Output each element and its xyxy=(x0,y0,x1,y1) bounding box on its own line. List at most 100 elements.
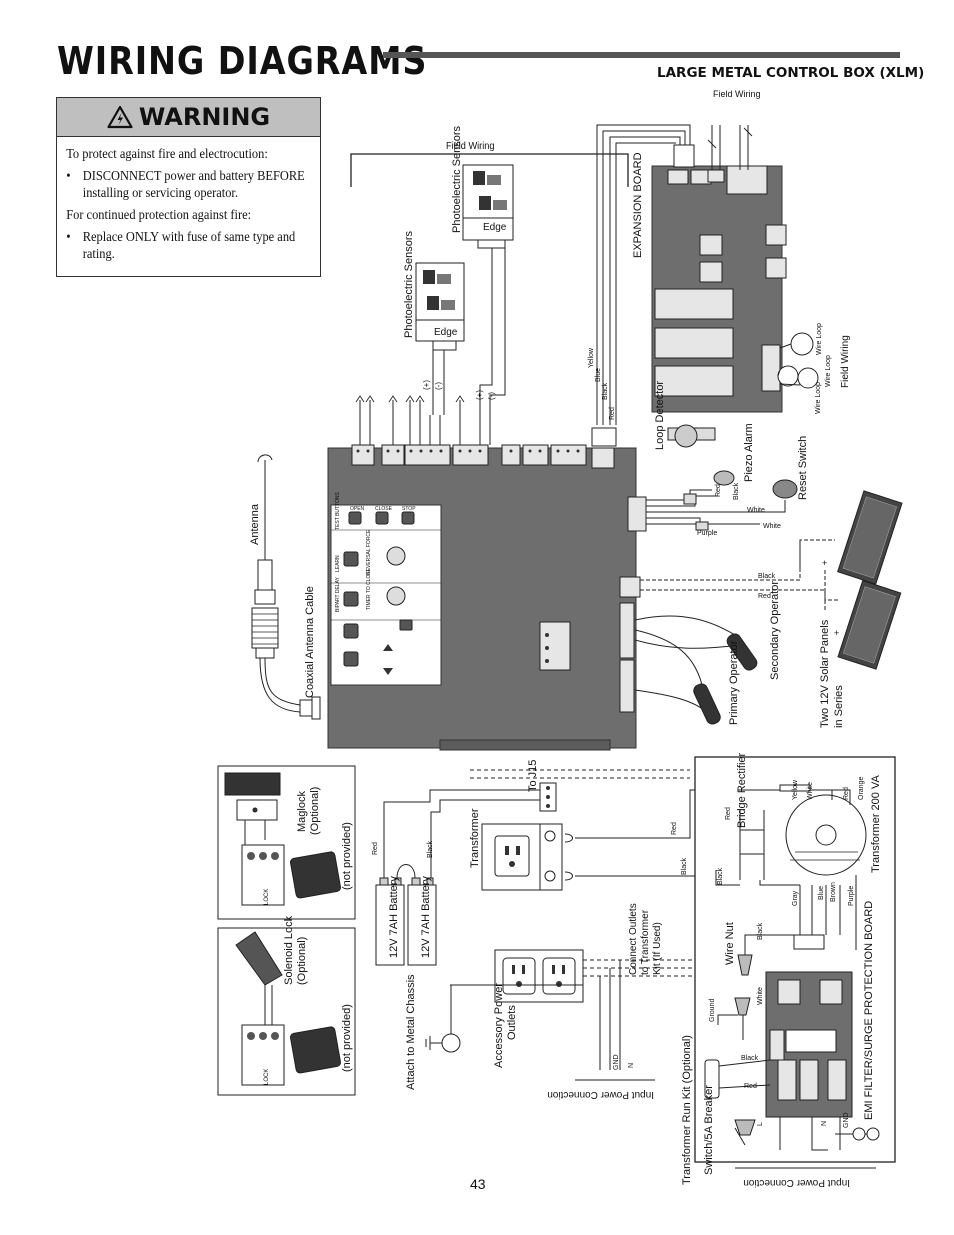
maglock-box xyxy=(217,765,356,920)
transformer-200va-label: Transformer 200 VA xyxy=(870,775,882,873)
l-label: L xyxy=(757,1122,764,1126)
connect-outlets-label-3: Kit (If Used) xyxy=(652,922,663,975)
wire-color-black-1: Black xyxy=(602,382,609,400)
wire-color-white-tk2: White xyxy=(757,987,764,1005)
accessory-outlets-label-1: Accessory Power xyxy=(493,983,505,1068)
edge-label-lower: Edge xyxy=(434,327,458,338)
reset-switch-label: Reset Switch xyxy=(797,436,809,500)
board-reversal-force-label: REVERSAL FORCE xyxy=(366,529,372,575)
board-learn-label: LEARN xyxy=(335,555,341,572)
wire-color-black-tk3: Black xyxy=(741,1055,759,1062)
electric-hazard-triangle-icon xyxy=(107,105,133,129)
maglock-label-1: Maglock xyxy=(296,791,308,832)
input-power-label-2: Input Power Connection xyxy=(743,1177,850,1188)
solar-panels-label-1: Two 12V Solar Panels xyxy=(819,619,831,728)
solenoid-battery-icon xyxy=(289,1026,341,1074)
input-power-label-1: Input Power Connection xyxy=(547,1089,654,1100)
accessory-outlets-label-2: Outlets xyxy=(506,1005,518,1040)
gnd-label-tk: GND xyxy=(843,1112,850,1128)
wire-nut-label: Wire Nut xyxy=(724,922,736,965)
wire-color-red-1: Red xyxy=(609,407,616,420)
minus-label-1: (-) xyxy=(434,382,443,390)
piezo-alarm-label: Piezo Alarm xyxy=(743,423,755,482)
wire-loop-label-3: Wire Loop xyxy=(815,382,822,414)
transformer-label: Transformer xyxy=(469,808,481,868)
board-open-label: OPEN xyxy=(350,506,365,512)
fuse xyxy=(779,784,811,792)
wire-color-red-tk3: Red xyxy=(744,1083,757,1090)
wire-color-blue-tk: Blue xyxy=(818,886,825,900)
n-label-outlets: N xyxy=(628,1063,635,1068)
switch-breaker-label: Switch/5A Breaker xyxy=(703,1085,715,1175)
wire-color-black-piezo: Black xyxy=(733,482,740,500)
wire-color-orange-tk: Orange xyxy=(858,777,865,800)
wire-color-brown-tk: Brown xyxy=(830,882,837,902)
expansion-board-label: EXPANSION BOARD xyxy=(632,152,644,258)
bridge-rectifier-label: Bridge Rectifier xyxy=(736,752,748,828)
primary-operator-plug xyxy=(693,683,721,725)
wire-color-black-tk2: Black xyxy=(757,922,764,940)
switch-breaker xyxy=(704,1059,720,1099)
wire-nut-block xyxy=(793,934,825,950)
ground-ring-2 xyxy=(866,1127,880,1141)
wire-nut-2 xyxy=(734,997,751,1016)
secondary-operator-label: Secondary Operator xyxy=(769,581,781,680)
board-test-buttons-label: TEST BUTTONS xyxy=(335,491,341,530)
coaxial-cable-label: Coaxial Antenna Cable xyxy=(304,586,316,698)
wire-color-white-tk: White xyxy=(807,782,814,800)
loop-detector-label: Loop Detector xyxy=(654,381,666,450)
wire-color-red-solar: Red xyxy=(758,593,771,600)
wire-color-blue-1: Blue xyxy=(595,368,602,382)
coaxial-antenna-cable xyxy=(264,657,301,706)
wire-color-black-battery: Black xyxy=(427,840,434,858)
warning-line-2: For continued protection against fire: xyxy=(66,207,252,222)
wire-loop-1 xyxy=(790,332,814,356)
warning-heading: WARNING xyxy=(138,103,271,131)
loop-detector-connector xyxy=(591,427,617,447)
gnd-label-outlets: GND xyxy=(613,1054,620,1070)
wire-color-red-battery: Red xyxy=(372,842,379,855)
wire-loop-3 xyxy=(797,367,819,389)
maglock-label-2: (Optional) xyxy=(309,787,321,835)
photoelectric-sensors-label-lower: Photoelectric Sensors xyxy=(403,231,415,338)
solar-panel-1 xyxy=(837,490,903,585)
wire-color-red-tk1: Red xyxy=(725,807,732,820)
maglock-battery-icon xyxy=(289,851,341,899)
wire-color-red-transformer: Red xyxy=(671,822,678,835)
solar-panel-2 xyxy=(837,580,902,670)
field-wiring-label-right: Field Wiring xyxy=(713,89,761,99)
wire-color-yellow-tk: Yellow xyxy=(792,779,799,800)
wire-color-black-transformer: Black xyxy=(681,857,688,875)
solenoid-lock-device xyxy=(235,931,283,986)
field-wiring-label-loops: Field Wiring xyxy=(840,335,851,388)
wire-color-gray-tk: Gray xyxy=(792,890,799,906)
lock-label-1: LOCK xyxy=(264,889,270,905)
plus-label-2: (+) xyxy=(475,390,484,400)
wire-nut-1 xyxy=(737,954,753,976)
terminal-block-row-top xyxy=(351,444,615,469)
solar-panels-label-2: in Series xyxy=(833,685,845,728)
board-stop-label: STOP xyxy=(402,506,416,512)
antenna-label: Antenna xyxy=(249,503,261,545)
not-provided-label-2: (not provided) xyxy=(341,1004,353,1072)
field-wiring-connector xyxy=(673,144,695,168)
piezo-alarm xyxy=(713,470,735,486)
maglock-device xyxy=(224,772,281,796)
secondary-operator-plug xyxy=(726,633,758,671)
warning-bullet-2: •Replace ONLY with fuse of same type and… xyxy=(66,229,296,261)
field-wiring-bracket xyxy=(350,153,629,187)
wire-loop-label-1: Wire Loop xyxy=(816,323,823,355)
wire-color-yellow-1: Yellow xyxy=(588,347,595,368)
lock-label-2: LOCK xyxy=(264,1069,270,1085)
ground-ring-1 xyxy=(852,1127,866,1141)
battery-2 xyxy=(407,884,437,966)
edge-label-upper: Edge xyxy=(483,222,507,233)
wire-color-black-solar: Black xyxy=(758,573,776,580)
photoelectric-sensors-label-upper: Photoelectric Sensors xyxy=(451,126,463,233)
board-bipart-delay-label: BIPART DELAY xyxy=(335,576,341,612)
n-label-tk: N xyxy=(821,1121,828,1126)
wire-loop-label-2: Wire Loop xyxy=(825,355,832,387)
warning-box: WARNING To protect against fire and elec… xyxy=(56,97,321,277)
board-timer-label: TIMER TO CLOSE xyxy=(366,567,372,610)
